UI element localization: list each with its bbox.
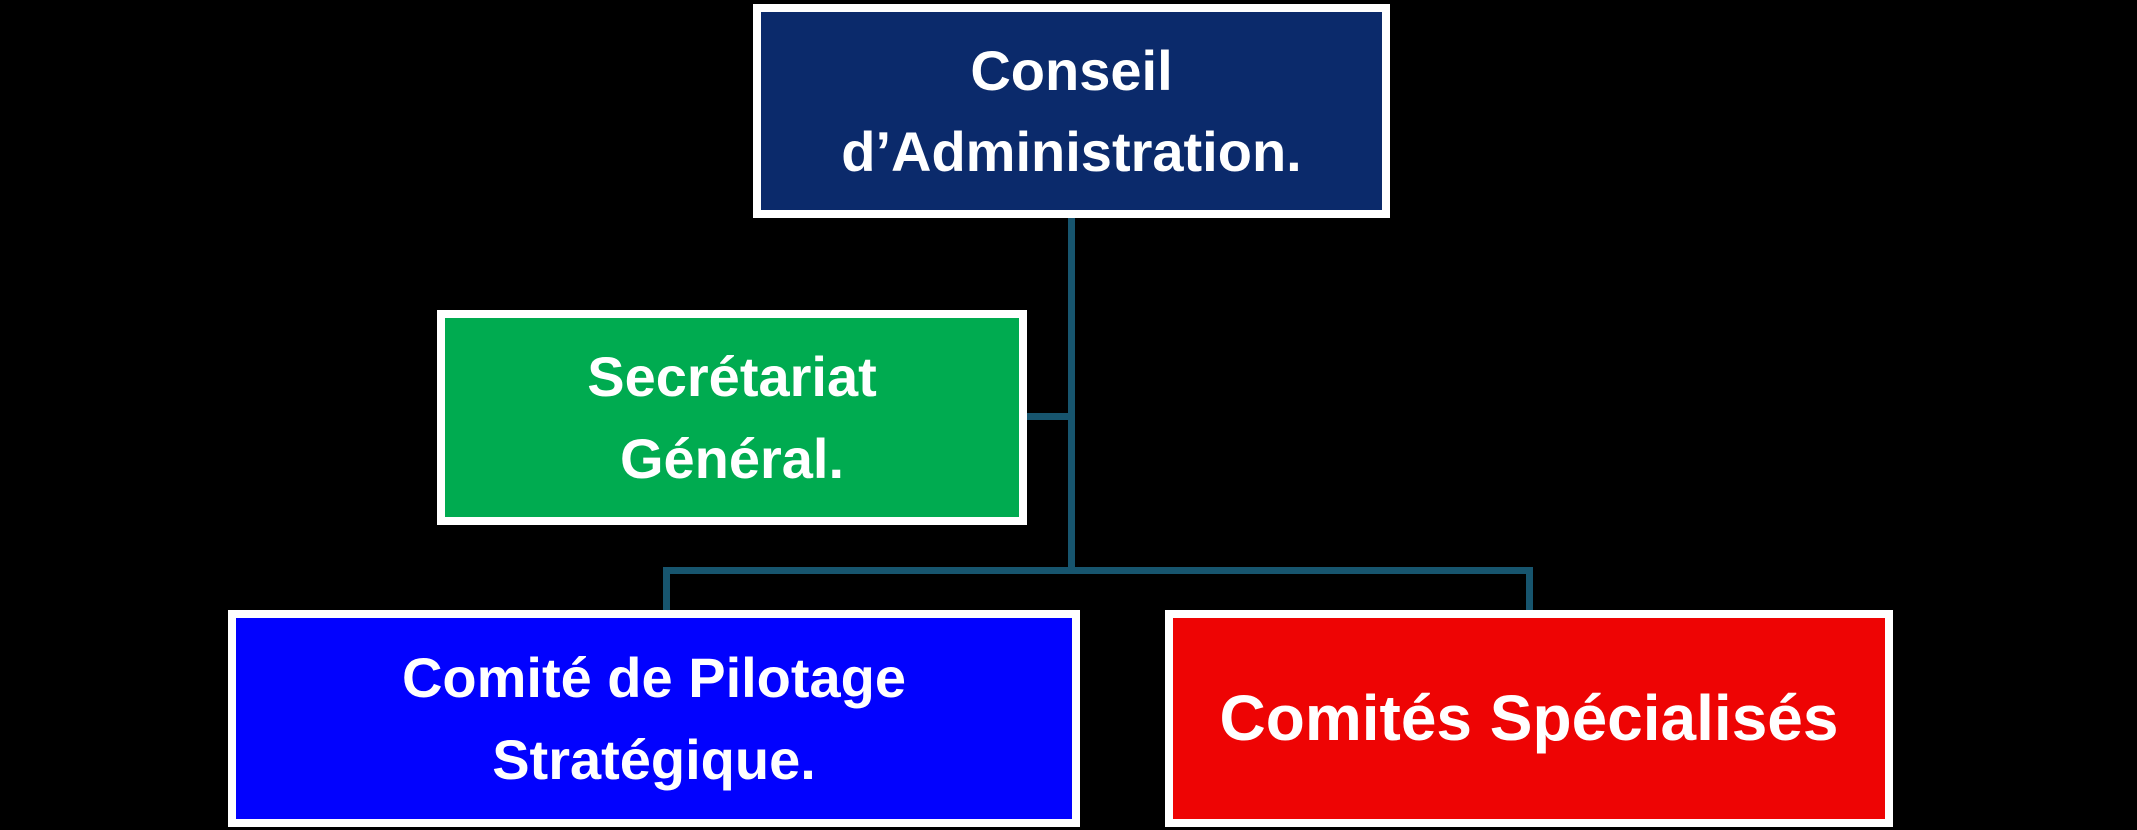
node-comite-pilotage-strategique-label: Comité de Pilotage Stratégique.: [401, 646, 907, 791]
node-comites-specialises-label: Comités Spécialisés: [1219, 682, 1839, 755]
connector-pilotage-drop: [663, 567, 670, 610]
node-secretariat-general: Secrétariat Général.: [437, 310, 1027, 525]
node-secretariat-general-label: Secrétariat Général.: [587, 345, 877, 490]
node-comites-specialises: Comités Spécialisés: [1165, 610, 1893, 827]
node-conseil-administration: Conseil d’Administration.: [753, 4, 1390, 218]
node-conseil-administration-label: Conseil d’Administration.: [841, 38, 1302, 183]
node-comite-pilotage-strategique: Comité de Pilotage Stratégique.: [228, 610, 1080, 827]
connector-secretariat-branch: [1027, 413, 1068, 420]
connector-trunk-vertical: [1068, 218, 1075, 574]
connector-specialises-drop: [1526, 567, 1533, 610]
connector-children-horizontal: [663, 567, 1533, 574]
